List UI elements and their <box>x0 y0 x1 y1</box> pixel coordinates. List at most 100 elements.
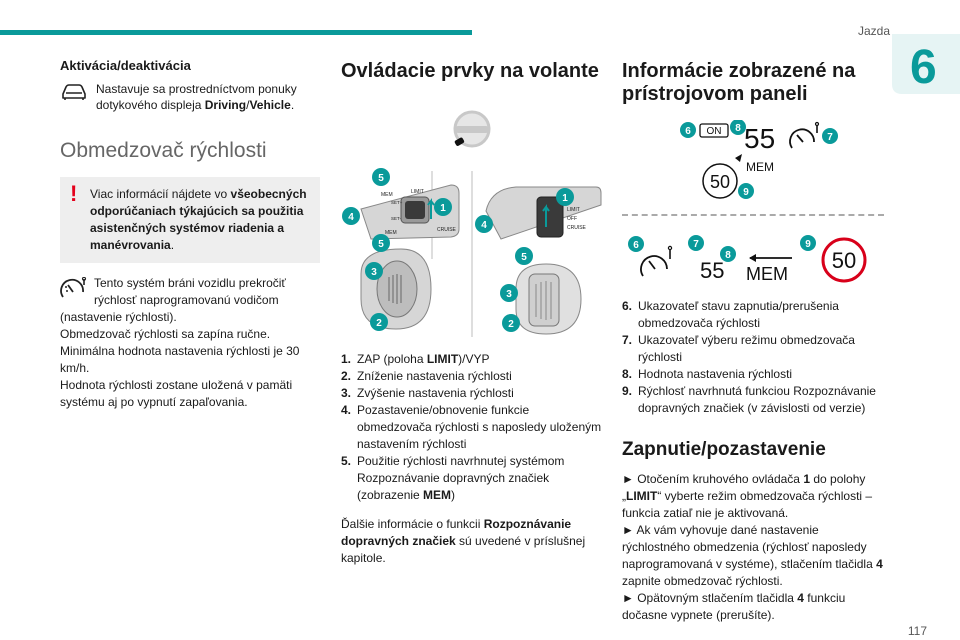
callout-5-bottom: 5 <box>378 239 384 250</box>
callout-badge: 6 <box>628 236 644 252</box>
display-items-list: 6. Ukazovateľ stavu zapnutia/prerušenia o… <box>622 298 884 417</box>
list-item-text: Ukazovateľ stavu zapnutia/prerušenia obm… <box>638 299 839 330</box>
column-middle: Ovládacie prvky na volante MEM LIMIT CRU… <box>341 58 603 567</box>
column-left: Aktivácia/deaktivácia Nastavuje sa prost… <box>60 58 320 411</box>
stalk-label-mem-2: MEM <box>385 230 397 236</box>
callout-badge: 8 <box>720 246 736 262</box>
touchscreen-note: Nastavuje sa prostredníctvom ponuky doty… <box>60 81 320 113</box>
right-stalk-illustration: LIMIT OFF CRUISE <box>485 186 602 335</box>
callout-badge: 3 <box>365 262 383 280</box>
heading-activation: Aktivácia/deaktivácia <box>60 58 191 73</box>
list-item-text: Hodnota nastavenia rýchlosti <box>638 367 793 381</box>
list-item: 3.Zvýšenie nastavenia rýchlosti <box>341 385 603 402</box>
list-item-text-end: )/VYP <box>458 352 490 366</box>
warning-icon: ! <box>70 181 78 206</box>
para-limiter-4: Hodnota rýchlosti zostane uložená v pamä… <box>60 378 293 409</box>
list-item: 8.Hodnota nastavenia rýchlosti <box>622 366 884 383</box>
stalk-label-limit: LIMIT <box>411 189 424 195</box>
callout-badge: 7 <box>822 128 838 144</box>
column-right: Informácie zobrazené na prístrojovom pan… <box>622 58 884 624</box>
callout-7: 7 <box>827 132 833 143</box>
stalk-label-mem: MEM <box>381 192 393 198</box>
speed-sign-outline-2 <box>821 237 867 283</box>
list-item: 6. Ukazovateľ stavu zapnutia/prerušenia o… <box>622 298 884 332</box>
speed-sign-outline <box>702 163 738 199</box>
list-item-number: 5. <box>341 454 352 468</box>
speed-limiter-gauge-icon <box>640 245 673 277</box>
list-item: 9.Rýchlosť navrhnutá funkciou Rozpoznáva… <box>622 383 884 417</box>
step-2: ► Ak vám vyhovuje dané nastavenie rýchlo… <box>622 522 884 590</box>
arrow-icon <box>735 154 742 162</box>
mem-label-2: MEM <box>746 264 788 284</box>
stalk-label-set-plus: SET+ <box>391 200 403 205</box>
callout-1-right: 1 <box>562 193 568 204</box>
speed-sign-value-2: 50 <box>832 248 856 273</box>
callout-badge: 4 <box>342 207 360 225</box>
callout-badge: 2 <box>502 314 520 332</box>
note-menu-driving: Driving <box>204 98 247 112</box>
speed-limiter-icon <box>60 276 88 306</box>
callout-badge: 4 <box>475 215 493 233</box>
list-item-number: 3. <box>341 386 352 400</box>
warning-box: ! Viac informácií nájdete vo všeobecných… <box>60 177 320 263</box>
callout-3-left: 3 <box>371 267 377 278</box>
step-1-text-2: do polohy „ <box>622 472 866 503</box>
set-speed-value: 55 <box>744 123 775 154</box>
header-accent-bar <box>0 30 472 35</box>
on-indicator: ON <box>707 126 722 137</box>
note-end: . <box>290 98 295 112</box>
list-item-text: Rýchlosť navrhnutá funkciou Rozpoznávani… <box>638 384 876 415</box>
warning-text-end: . <box>170 238 175 252</box>
list-item: 4.Pozastavenie/obnovenie funkcie obmedzo… <box>341 402 603 453</box>
further-info-bold: Rozpoznávanie dopravných značiek <box>341 517 572 548</box>
steering-wheel-icon <box>453 110 491 148</box>
para-limiter-1a: Tento systém bráni vozidlu prekročiť <box>94 276 286 290</box>
list-item: 7.Ukazovateľ výberu režimu obmedzovača r… <box>622 332 884 366</box>
callout-2-left: 2 <box>376 318 382 329</box>
callout-badge: 1 <box>556 188 574 206</box>
subtitle-activation: Zapnutie/pozastavenie <box>622 439 826 460</box>
speed-limiter-gauge-icon <box>789 121 820 149</box>
callout-3-right: 3 <box>506 289 512 300</box>
list-item-text: Zníženie nastavenia rýchlosti <box>357 369 512 383</box>
list-item: 5.Použitie rýchlosti navrhnutej systémom… <box>341 453 603 504</box>
para-limiter-2: Obmedzovač rýchlosti sa zapína ručne. <box>60 327 271 341</box>
list-item-text-end: ) <box>451 488 456 502</box>
right-stalk-label-cruise: CRUISE <box>567 225 587 231</box>
list-item: 2.Zníženie nastavenia rýchlosti <box>341 368 603 385</box>
para-limiter-1c: (nastavenie rýchlosti). <box>60 310 177 324</box>
further-info-text-end: sú uvedené v príslušnej kapitole. <box>341 534 586 565</box>
callout-4-left: 4 <box>348 212 354 223</box>
list-item-number: 1. <box>341 352 352 366</box>
step-1-text-3: “ vyberte režim obmedzovača rýchlosti – … <box>622 489 873 520</box>
callout-badge: 9 <box>800 235 816 251</box>
callout-badge: 1 <box>434 198 452 216</box>
step-3-text-2: funkciu dočasne vypnete (prerušíte). <box>622 591 846 622</box>
limiter-description: Tento systém bráni vozidlu prekročiť rýc… <box>60 275 320 411</box>
right-stalk-label-off: OFF <box>567 216 577 222</box>
warning-text: Viac informácií nájdete vo všeobecných o… <box>68 186 310 254</box>
stalk-label-set-minus: SET- <box>391 216 402 221</box>
callout-badge: 5 <box>515 247 533 265</box>
list-item-bold: LIMIT <box>426 352 459 366</box>
section-name: Jazda <box>857 24 890 38</box>
step-2-text-2: zapnite obmedzovač rýchlosti. <box>622 574 783 588</box>
touchscreen-note-text: Nastavuje sa prostredníctvom ponuky doty… <box>96 81 320 113</box>
stalk-label-cruise: CRUISE <box>437 227 457 233</box>
right-stalk-label-limit: LIMIT <box>567 207 580 213</box>
arrow-left-icon <box>749 254 792 262</box>
callout-6-b: 6 <box>633 240 639 251</box>
callout-badge: 2 <box>370 313 388 331</box>
step-3-text: ► Opätovným stlačením tlačidla <box>622 591 798 605</box>
callout-badges: 5 1 4 5 3 2 1 4 5 3 2 <box>342 168 574 332</box>
list-item-number: 6. <box>622 299 633 313</box>
display-divider <box>622 214 884 216</box>
title-instrument-panel: Informácie zobrazené na prístrojovom pan… <box>622 60 856 105</box>
instrument-display-2: 55 MEM 50 6 7 8 9 <box>628 235 867 284</box>
list-item-text: Pozastavenie/obnovenie funkcie obmedzova… <box>357 403 602 451</box>
step-3: ► Opätovným stlačením tlačidla 4 funkciu… <box>622 590 884 624</box>
callout-5-top: 5 <box>378 173 384 184</box>
callout-badge: 7 <box>688 235 704 251</box>
callout-badge: 6 <box>680 122 696 138</box>
callout-5-right: 5 <box>521 252 527 263</box>
